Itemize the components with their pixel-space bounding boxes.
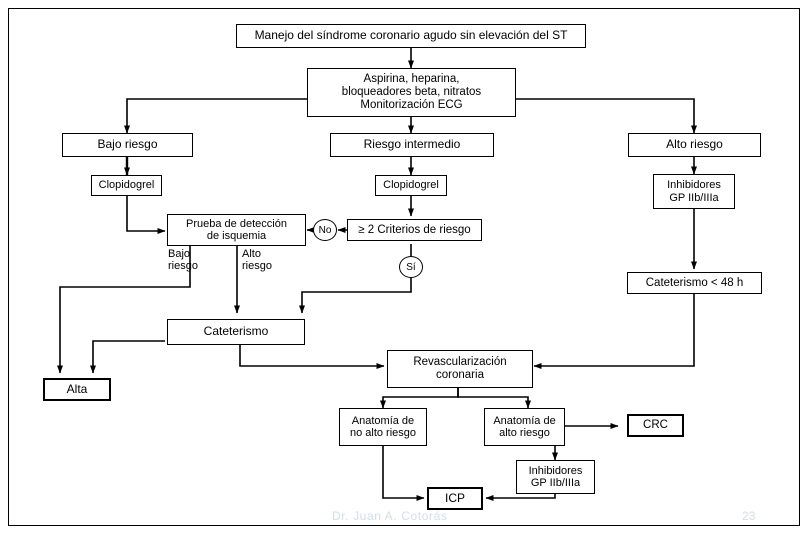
node-discharge-label: Alta	[66, 381, 88, 396]
node-low-risk-label: Bajo riesgo	[97, 137, 158, 152]
node-anatomy-high-risk-label: Anatomía de alto riesgo	[493, 414, 556, 439]
footer-page-number: 23	[742, 509, 756, 523]
node-gp-inhibitors-high-risk[interactable]: Inhibidores GP IIb/IIIa	[653, 174, 735, 209]
node-anatomy-not-high-risk[interactable]: Anatomía de no alto riesgo	[339, 408, 427, 446]
slide-frame	[8, 8, 800, 526]
decision-no[interactable]: No	[313, 219, 337, 241]
node-intermediate-risk-label: Riesgo intermedio	[363, 137, 461, 152]
decision-yes-label: Sí	[406, 261, 416, 273]
node-catheterization-48h-label: Cateterismo < 48 h	[645, 276, 744, 289]
node-catheterization-label: Cateterismo	[203, 324, 269, 339]
footer-author: Dr. Juan A. Cotorás	[332, 509, 448, 523]
node-high-risk-label: Alto riesgo	[666, 137, 723, 152]
node-revascularization-label: Revascularización coronaria	[413, 356, 507, 381]
node-title-label: Manejo del síndrome coronario agudo sin …	[254, 28, 568, 43]
node-clopidogrel-intermediate[interactable]: Clopidogrel	[375, 175, 447, 196]
node-revascularization[interactable]: Revascularización coronaria	[387, 350, 533, 388]
node-catheterization-48h[interactable]: Cateterismo < 48 h	[627, 272, 762, 294]
node-risk-criteria-label: ≥ 2 Criterios de riesgo	[358, 223, 471, 236]
node-crc[interactable]: CRC	[627, 414, 684, 437]
node-gp-inhibitors-anatomy-label: Inhibidores GP IIb/IIIa	[528, 464, 583, 489]
node-risk-criteria[interactable]: ≥ 2 Criterios de riesgo	[347, 219, 482, 241]
node-high-risk[interactable]: Alto riesgo	[628, 133, 761, 157]
decision-no-label: No	[318, 224, 332, 236]
node-clopidogrel-low[interactable]: Clopidogrel	[91, 175, 162, 196]
edge-label-high-risk: Alto riesgo	[242, 248, 272, 273]
node-anatomy-high-risk[interactable]: Anatomía de alto riesgo	[484, 408, 565, 446]
node-discharge[interactable]: Alta	[43, 378, 111, 401]
node-crc-label: CRC	[643, 419, 668, 432]
node-ischemia-test[interactable]: Prueba de detección de isquemia	[167, 214, 306, 246]
node-icp[interactable]: ICP	[427, 487, 483, 510]
node-low-risk[interactable]: Bajo riesgo	[62, 133, 193, 157]
node-clopidogrel-low-label: Clopidogrel	[98, 179, 155, 192]
node-ischemia-test-label: Prueba de detección de isquemia	[186, 217, 287, 242]
node-icp-label: ICP	[444, 490, 465, 505]
slide-bottom-bar	[0, 533, 810, 540]
node-title[interactable]: Manejo del síndrome coronario agudo sin …	[236, 24, 586, 48]
node-intermediate-risk[interactable]: Riesgo intermedio	[330, 133, 494, 157]
node-gp-inhibitors-anatomy[interactable]: Inhibidores GP IIb/IIIa	[516, 460, 595, 494]
node-therapy-label: Aspirina, heparina, bloqueadores beta, n…	[341, 73, 482, 111]
edge-label-low-risk: Bajo riesgo	[168, 248, 198, 273]
node-clopidogrel-intermediate-label: Clopidogrel	[383, 179, 439, 192]
node-anatomy-not-high-risk-label: Anatomía de no alto riesgo	[349, 414, 417, 439]
node-catheterization[interactable]: Cateterismo	[167, 319, 305, 345]
decision-yes[interactable]: Sí	[399, 256, 423, 278]
node-gp-inhibitors-high-risk-label: Inhibidores GP IIb/IIIa	[667, 179, 721, 204]
node-therapy[interactable]: Aspirina, heparina, bloqueadores beta, n…	[307, 68, 516, 117]
